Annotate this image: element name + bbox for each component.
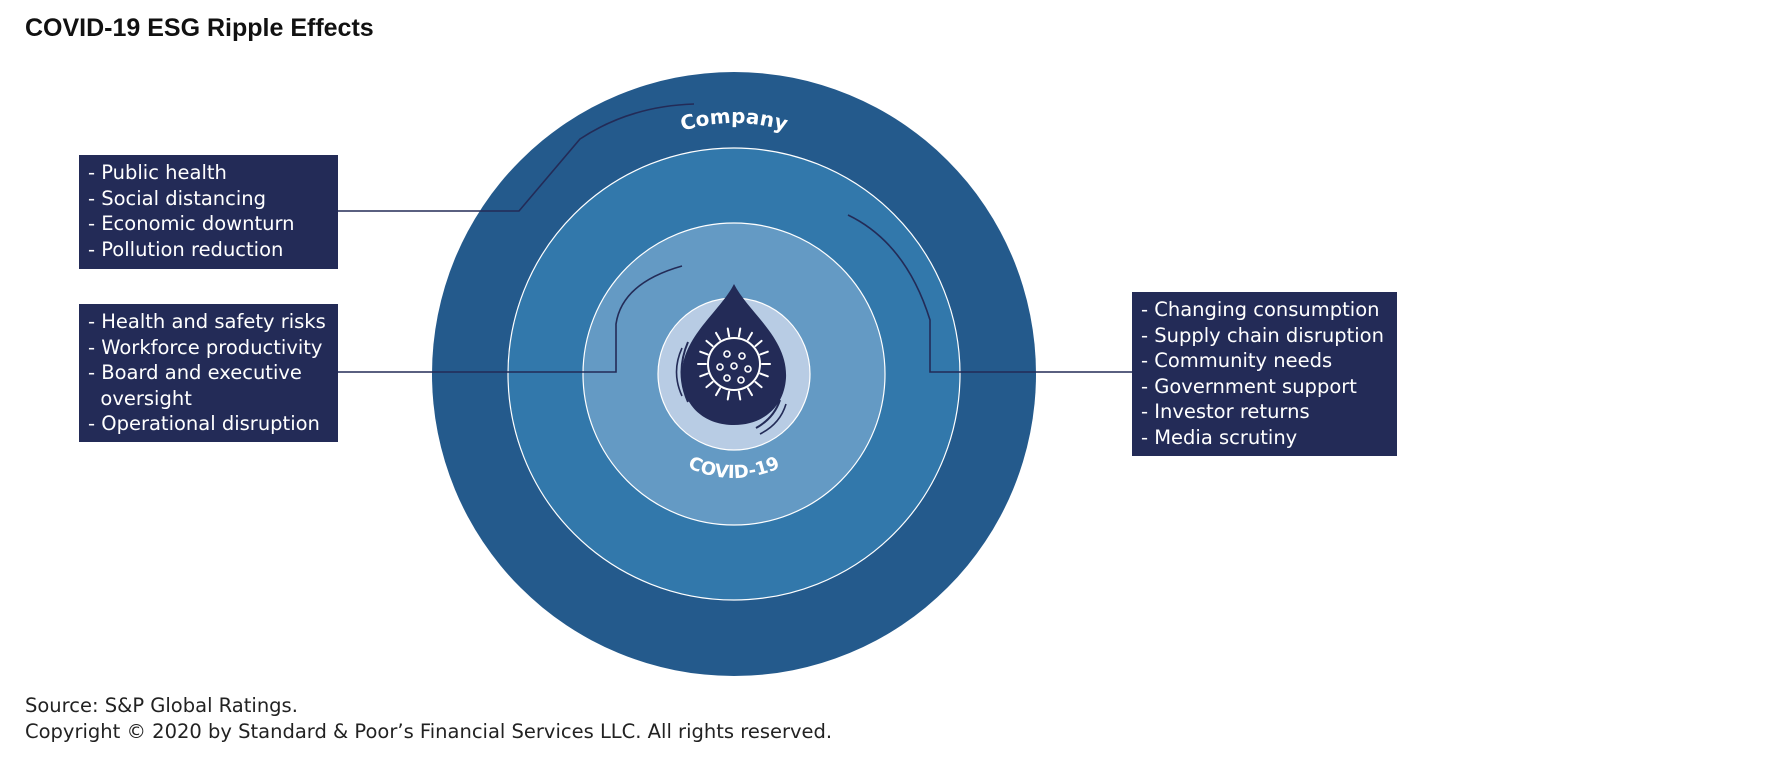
list-item: - Economic downturn xyxy=(88,212,295,236)
source-note: Source: S&P Global Ratings. Copyright © … xyxy=(25,693,832,745)
list-item: - Pollution reduction xyxy=(88,237,284,261)
ring-label-global: Global xyxy=(694,3,774,32)
list-item: - Public health xyxy=(88,161,227,184)
list-item: - Operational disruption xyxy=(88,412,320,436)
list-item: - Government support xyxy=(1141,374,1357,398)
external-stakeholders-box: - Changing consumption - Supply chain di… xyxy=(1132,292,1397,456)
list-item: - Changing consumption xyxy=(1141,298,1380,321)
company-effects-box: - Health and safety risks - Workforce pr… xyxy=(79,304,338,442)
list-item: - Board and executive xyxy=(88,361,302,385)
global-effects-box: - Public health - Social distancing - Ec… xyxy=(79,155,338,269)
list-item: - Social distancing xyxy=(88,186,267,210)
page-title: COVID-19 ESG Ripple Effects xyxy=(25,14,374,42)
connector-company xyxy=(338,265,683,373)
list-item: - Community needs xyxy=(1141,349,1333,373)
connector-external xyxy=(847,214,1132,373)
copyright-line: Copyright © 2020 by Standard & Poor’s Fi… xyxy=(25,720,833,743)
list-item: - Supply chain disruption xyxy=(1141,323,1384,347)
virus-droplet-icon xyxy=(675,284,787,435)
connector-global xyxy=(338,103,695,212)
list-item: - Health and safety risks xyxy=(88,310,326,333)
source-line: Source: S&P Global Ratings. xyxy=(25,694,298,717)
list-item: oversight xyxy=(88,386,192,410)
list-item: - Investor returns xyxy=(1141,400,1310,424)
list-item: - Workforce productivity xyxy=(88,335,323,359)
list-item: - Media scrutiny xyxy=(1141,425,1298,449)
